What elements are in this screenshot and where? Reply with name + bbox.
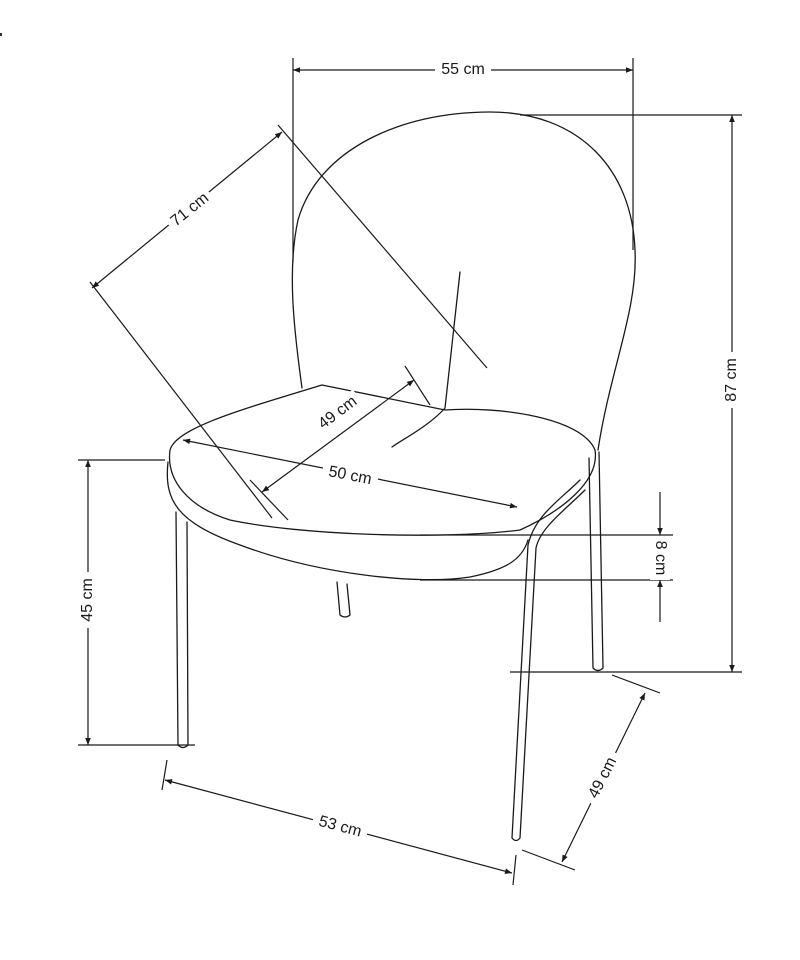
back-left-leg bbox=[336, 581, 351, 618]
seat-side bbox=[166, 461, 529, 581]
label-seat-height: 45 cm bbox=[79, 578, 96, 622]
chair-outline bbox=[166, 111, 636, 842]
front-right-leg bbox=[511, 479, 586, 842]
front-left-leg bbox=[175, 511, 189, 749]
label-width-top: 55 cm bbox=[441, 61, 485, 78]
label-seat-thickness: 8 cm bbox=[652, 541, 669, 576]
backrest-inner-line bbox=[391, 271, 461, 448]
seat-top bbox=[168, 384, 596, 536]
corner-mark bbox=[0, 33, 2, 36]
label-height-total: 87 cm bbox=[723, 358, 740, 402]
dimension-lines bbox=[78, 58, 742, 886]
label-base-depth: 49 cm bbox=[585, 755, 620, 802]
back-right-leg bbox=[588, 451, 604, 672]
